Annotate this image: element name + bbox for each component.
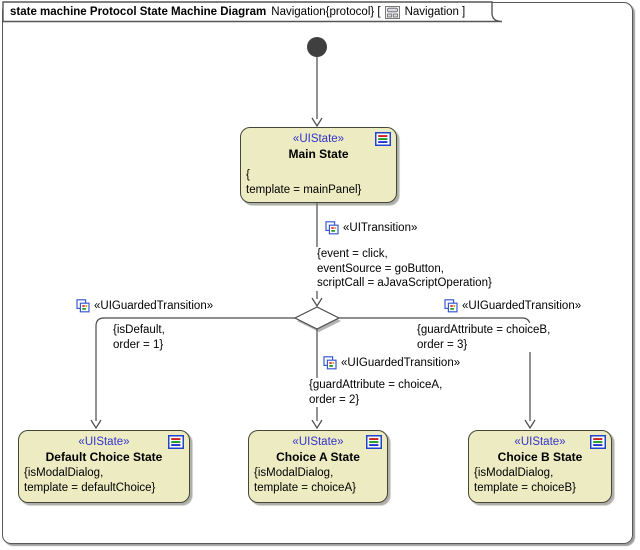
stereotype-icon [323,356,337,370]
arrowhead-icon [311,117,323,128]
guard-line: {isDefault, [113,324,165,336]
diagram-name-tab[interactable] [0,0,512,25]
state-properties: {isModalDialog, template = choiceB} [469,466,611,496]
frame-kind-and-name: state machine Protocol State Machine Dia… [10,6,267,18]
transition-stereotype: «UITransition» [343,221,418,234]
stereotype-label: «UIState» [78,436,130,448]
state-default-choice[interactable]: «UIState» Default Choice State {isModalD… [18,430,190,503]
guard-line: {guardAttribute = choiceB, [417,324,551,336]
state-choice-b[interactable]: «UIState» Choice B State {isModalDialog,… [468,430,612,503]
transition-guard-default[interactable]: {isDefault, order = 1} [110,323,168,352]
state-main[interactable]: «UIState» Main State { template = mainPa… [240,127,397,203]
transition-label-choice-a[interactable]: «UIGuardedTransition» [321,356,463,370]
property-line: {isModalDialog, [254,467,334,479]
guard-line: {guardAttribute = choiceA, [309,379,443,391]
guard-line: scriptCall = aJavaScriptOperation} [317,277,492,289]
transition-label-main[interactable]: «UITransition» [323,221,420,235]
stereotype-icon [444,299,458,313]
frame-nav-label: Navigation [404,6,459,18]
element-spec-icon[interactable] [375,132,391,146]
initial-state[interactable] [307,37,327,57]
stereotype-label: «UIState» [514,436,566,448]
property-line: { [246,169,250,181]
state-choice-a[interactable]: «UIState» Choice A State {isModalDialog,… [248,430,388,503]
stereotype-label: «UIState» [292,436,344,448]
frame-bracket-close: ] [461,6,466,18]
property-line: {isModalDialog, [474,467,554,479]
arrowhead-icon [524,419,536,430]
property-line: template = defaultChoice} [24,482,156,494]
frame-context: Navigation{protocol} [ [271,6,381,18]
property-line: {isModalDialog, [24,467,104,479]
state-name: Main State [288,147,349,161]
transition-choice-to-default-line[interactable] [95,317,295,421]
stereotype-label: «UIState» [292,133,345,145]
arrowhead-icon [311,297,323,308]
arrowhead-icon [90,419,102,430]
arrowhead-icon [311,419,323,430]
element-spec-icon[interactable] [590,435,606,449]
property-line: template = choiceA} [254,482,356,494]
transition-guard-choice-a[interactable]: {guardAttribute = choiceA, order = 2} [306,378,446,407]
property-line: template = choiceB} [474,482,576,494]
state-name: Choice B State [497,450,583,464]
choice-pseudostate-diamond[interactable] [293,306,341,330]
guard-line: order = 2} [309,393,360,406]
element-spec-icon[interactable] [168,435,184,449]
guard-line: order = 3} [417,338,468,351]
diagram-title: state machine Protocol State Machine Dia… [10,4,465,20]
guard-line: {event = click, [317,248,388,260]
state-properties: {isModalDialog, template = defaultChoice… [19,466,189,496]
element-spec-icon[interactable] [366,435,382,449]
transition-stereotype: «UIGuardedTransition» [94,299,214,312]
transition-label-choice-b[interactable]: «UIGuardedTransition» [442,299,584,313]
state-name: Default Choice State [45,450,163,464]
guard-line: eventSource = goButton, [317,262,444,275]
transition-stereotype: «UIGuardedTransition» [462,299,582,312]
transition-label-default[interactable]: «UIGuardedTransition» [74,299,216,313]
state-properties: {isModalDialog, template = choiceA} [249,466,387,496]
state-name: Choice A State [276,450,360,464]
transition-guard-choice-b[interactable]: {guardAttribute = choiceB, order = 3} [414,323,554,352]
stereotype-icon [76,299,90,313]
state-properties: { template = mainPanel} [241,168,396,198]
guard-line: order = 1} [113,338,164,351]
stereotype-icon [325,221,339,235]
property-line: template = mainPanel} [246,184,362,196]
transition-guard-main[interactable]: {event = click, eventSource = goButton, … [314,247,495,291]
transition-stereotype: «UIGuardedTransition» [341,356,461,369]
